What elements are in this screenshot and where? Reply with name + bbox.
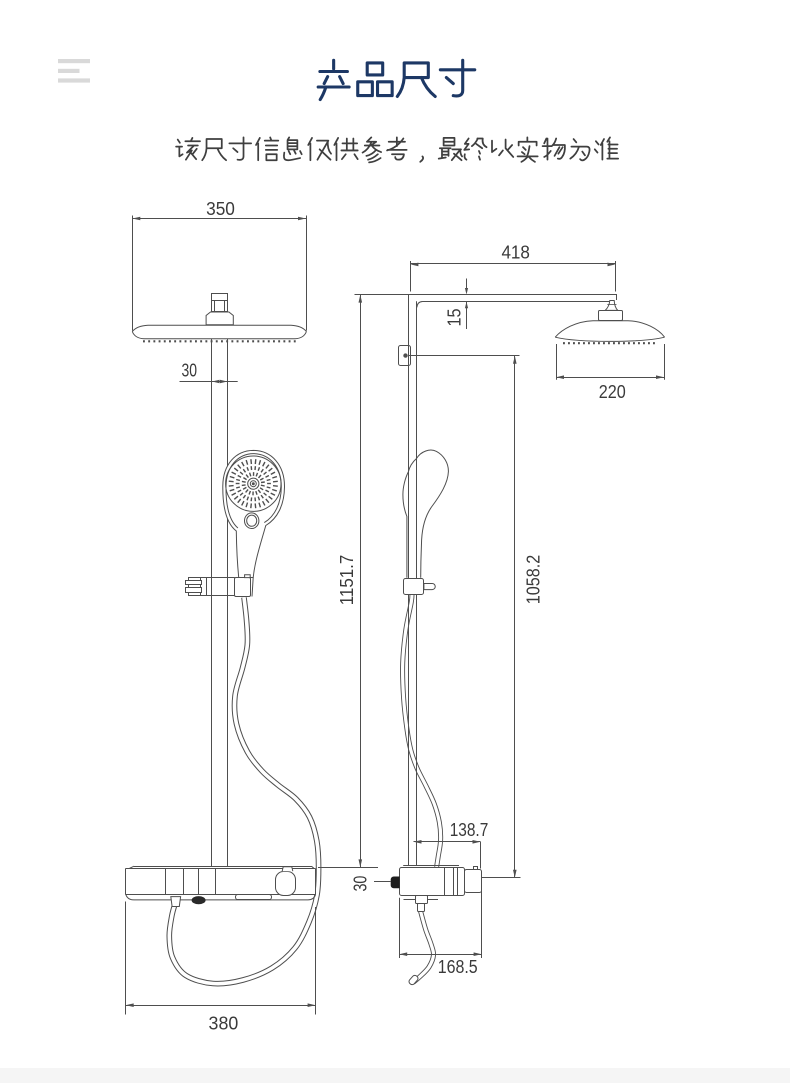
- svg-text:220: 220: [599, 381, 626, 402]
- svg-text:1058.2: 1058.2: [523, 555, 544, 604]
- svg-text:380: 380: [209, 1013, 239, 1034]
- svg-text:168.5: 168.5: [438, 956, 478, 977]
- svg-text:1151.7: 1151.7: [336, 555, 357, 606]
- svg-text:138.7: 138.7: [450, 819, 489, 840]
- svg-text:30: 30: [350, 876, 371, 892]
- svg-text:350: 350: [206, 198, 235, 219]
- svg-text:15: 15: [444, 309, 465, 327]
- svg-text:418: 418: [501, 242, 530, 263]
- svg-text:30: 30: [181, 359, 197, 380]
